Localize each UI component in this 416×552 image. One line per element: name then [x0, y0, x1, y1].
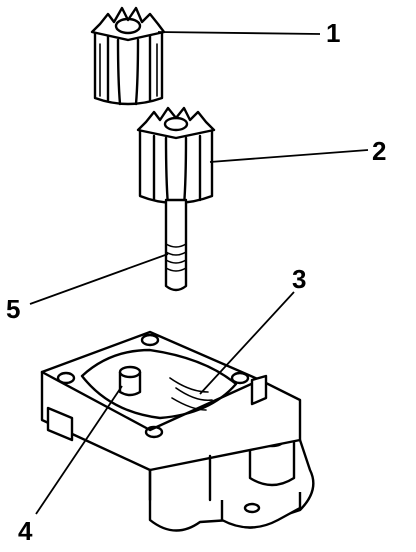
- callout-1: 1: [326, 18, 340, 48]
- leader-line-2: [209, 149, 369, 163]
- driven-gear: [90, 6, 166, 106]
- drive-shaft: [164, 198, 188, 292]
- pump-housing: [40, 330, 315, 532]
- callout-2: 2: [372, 136, 386, 166]
- drive-gear: [136, 106, 216, 208]
- leader-line-3: [199, 291, 295, 395]
- leader-line-1: [157, 31, 321, 35]
- leader-line-4: [35, 385, 123, 515]
- callout-4: 4: [18, 516, 33, 546]
- callout-3: 3: [292, 264, 306, 294]
- callout-5: 5: [6, 294, 20, 324]
- leader-line-5: [29, 253, 169, 305]
